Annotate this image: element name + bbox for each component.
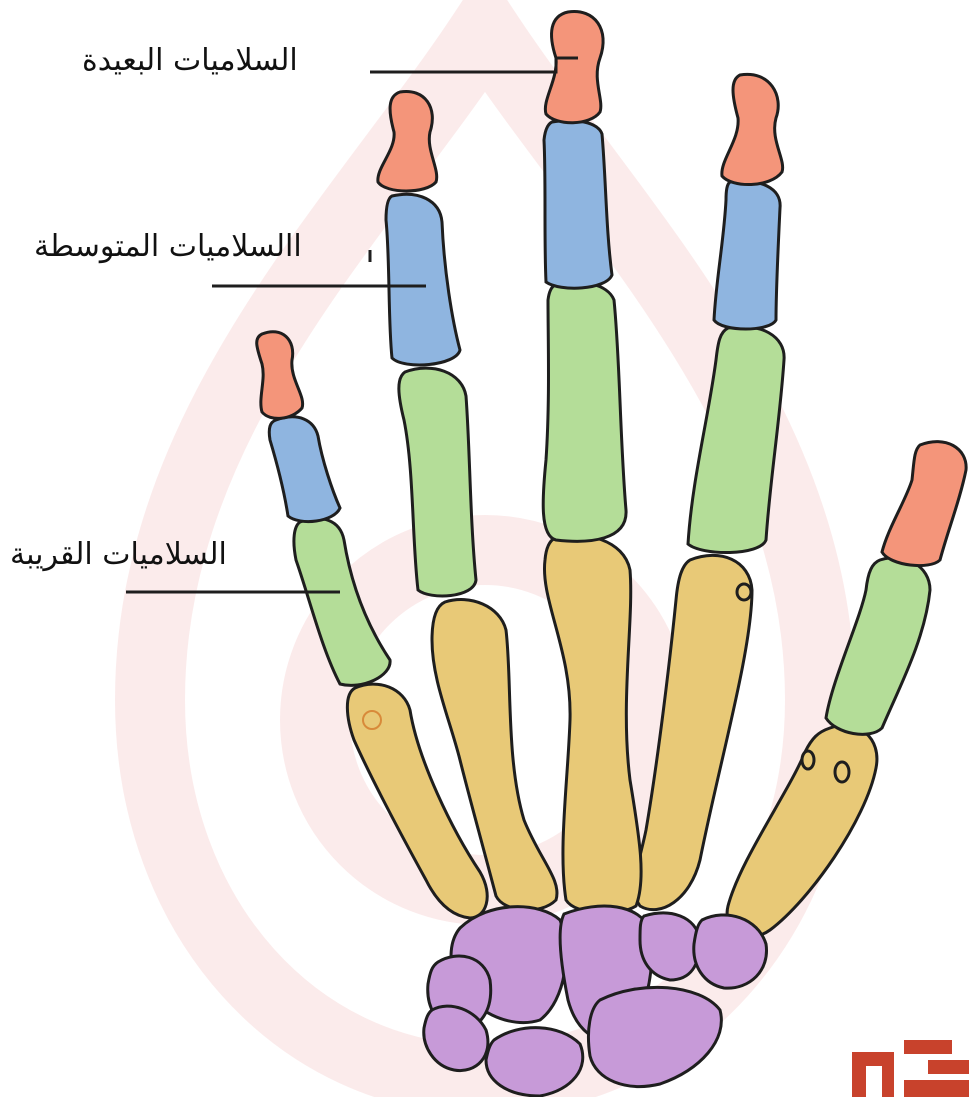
- middle-distal-phalanx: [545, 12, 603, 123]
- sesamoid-bone: [363, 711, 381, 729]
- thumb-distal-phalanx: [882, 442, 966, 566]
- sesamoid-bone: [737, 584, 751, 600]
- index-middle-phalanx: [714, 181, 780, 329]
- middle-finger: [543, 12, 641, 913]
- middle-proximal-phalanx: [543, 282, 626, 541]
- trapezoid-bone: [640, 913, 700, 980]
- index-distal-phalanx: [722, 74, 783, 184]
- scaphoid-bone: [588, 987, 721, 1086]
- index-finger: [635, 74, 784, 909]
- ring-middle-phalanx: [386, 194, 460, 365]
- distal-phalanges-label: السلاميات البعيدة: [82, 46, 298, 76]
- proximal-phalanges-label: السلاميات القريبة: [10, 540, 227, 570]
- little-middle-phalanx: [269, 417, 340, 522]
- lunate-bone: [486, 1028, 583, 1096]
- middle-phalanges-label: االسلاميات المتوسطة: [34, 232, 302, 262]
- sesamoid-bone: [802, 751, 814, 769]
- middle-middle-phalanx: [544, 121, 612, 289]
- trapezium-bone: [694, 915, 767, 988]
- brand-logo-icon: [852, 1040, 969, 1097]
- sesamoid-bone: [835, 762, 849, 782]
